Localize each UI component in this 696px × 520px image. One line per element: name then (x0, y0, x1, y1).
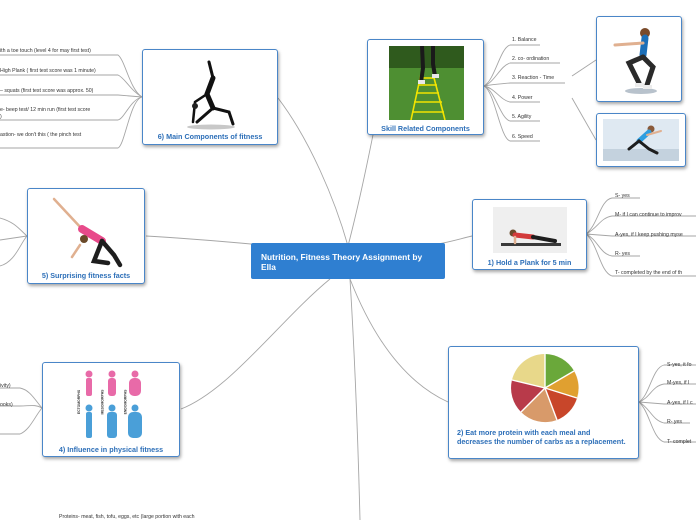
connector (349, 278, 449, 403)
skill-item[interactable]: 3. Reaction - Time (512, 75, 555, 81)
connector (0, 387, 43, 409)
protein-smart-item[interactable]: A-yes, if I c (667, 400, 693, 406)
main-components-item[interactable]: e- beep test/ 12 min run (first test sco… (0, 107, 91, 113)
connector (0, 74, 143, 98)
agility-ladder-image (389, 46, 464, 120)
connector (638, 364, 696, 403)
main-components-item[interactable]: High Plank ( first test score was 1 minu… (0, 68, 96, 74)
plank-smart-item[interactable]: T- completed by the end of th (615, 270, 683, 276)
central-topic[interactable]: Nutrition, Fitness Theory Assignment by … (251, 243, 445, 279)
influence-item[interactable]: ivity) (0, 383, 11, 389)
connector (483, 82, 565, 87)
connector (0, 94, 143, 98)
influence-item[interactable]: ooks) (0, 402, 13, 408)
connector (0, 96, 143, 149)
connector (483, 85, 540, 122)
protein-title: 2) Eat more protein with each meal and d… (457, 428, 626, 446)
body-type-label: ENDOMORPHS (123, 389, 128, 415)
protein-smart-item[interactable]: M-yes, if I (667, 380, 690, 386)
skill-related-title: Skill Related Components (381, 124, 470, 133)
connector (0, 235, 28, 267)
main-components-item[interactable]: ) (0, 114, 2, 120)
connector (180, 278, 331, 410)
connector (0, 96, 143, 121)
main-components-item[interactable]: – squats (first test score was approx. 5… (0, 88, 94, 94)
skill-item[interactable]: 5. Agility (512, 114, 532, 120)
connector (0, 407, 43, 435)
connector (483, 62, 560, 87)
skill-item[interactable]: 6. Speed (512, 134, 533, 140)
main-components-item[interactable]: astion- we don't this ( the pinch test (0, 132, 82, 138)
connector (277, 97, 349, 247)
surprising-facts-card[interactable]: 5) Surprising fitness facts (27, 188, 145, 284)
connector (483, 44, 540, 87)
plank-smart-item[interactable]: S- yes (615, 193, 630, 199)
main-components-item[interactable]: ith a toe touch (level 4 for may first t… (0, 48, 91, 54)
protein-smart-item[interactable]: S-yes, it fo (667, 362, 692, 368)
connector (483, 85, 540, 103)
connector (0, 54, 143, 98)
connector (585, 197, 640, 235)
connector (638, 401, 690, 424)
body-types-image: ECTOMORPHS MESOMORPHS ENDOMORPHS (77, 369, 147, 441)
connector (349, 278, 361, 520)
connector (483, 85, 540, 142)
connector (585, 233, 640, 257)
protein-smart-item[interactable]: R- yes (667, 419, 682, 425)
plank-smart-item[interactable]: A-yes, if I keep pushing myse (615, 232, 683, 238)
plank-card[interactable]: 1) Hold a Plank for 5 min (472, 199, 587, 270)
skill-item[interactable]: 4. Power (512, 95, 533, 101)
sprint-start-card[interactable] (596, 113, 686, 167)
connector (638, 401, 696, 405)
main-components-card[interactable]: 6) Main Components of fitness (142, 49, 278, 145)
skill-item[interactable]: 1. Balance (512, 37, 537, 43)
plank-smart-item[interactable]: R- yes (615, 251, 630, 257)
influence-title: 4) Influence in physical fitness (58, 445, 164, 454)
connector (0, 405, 43, 409)
connector (0, 217, 28, 237)
central-title: Nutrition, Fitness Theory Assignment by … (261, 252, 423, 272)
side-stretch-image (50, 195, 124, 269)
connector (0, 235, 28, 241)
influence-card[interactable]: ECTOMORPHS MESOMORPHS ENDOMORPHS 4) Infl… (42, 362, 180, 457)
connector (585, 233, 696, 237)
plank-title: 1) Hold a Plank for 5 min (487, 258, 572, 267)
protein-smart-item[interactable]: T- complet (667, 439, 692, 445)
yoga-pose-image (183, 56, 239, 130)
connector (585, 215, 696, 235)
connector (638, 401, 696, 443)
connector (585, 233, 696, 277)
squat-jump-image (601, 21, 677, 97)
skill-related-card[interactable]: Skill Related Components (367, 39, 484, 135)
plank-image (493, 207, 567, 253)
body-type-label: MESOMORPHS (100, 389, 105, 415)
squat-jump-card[interactable] (596, 16, 682, 102)
protein-card[interactable]: 2) Eat more protein with each meal and d… (448, 346, 639, 459)
body-type-label: ECTOMORPHS (77, 389, 82, 415)
connector (638, 383, 696, 403)
surprising-facts-title: 5) Surprising fitness facts (41, 271, 131, 280)
connector (571, 59, 597, 77)
plank-smart-item[interactable]: M- if I can continue to improv (615, 212, 682, 218)
main-components-title: 6) Main Components of fitness (157, 132, 263, 141)
sprint-start-image (603, 119, 679, 161)
food-plate-image (509, 352, 581, 424)
nutrition-note[interactable]: Proteins- meat, fish, tofu, eggs, etc (l… (59, 514, 195, 520)
skill-item[interactable]: 2. co- ordination (512, 56, 550, 62)
connector (571, 97, 597, 141)
